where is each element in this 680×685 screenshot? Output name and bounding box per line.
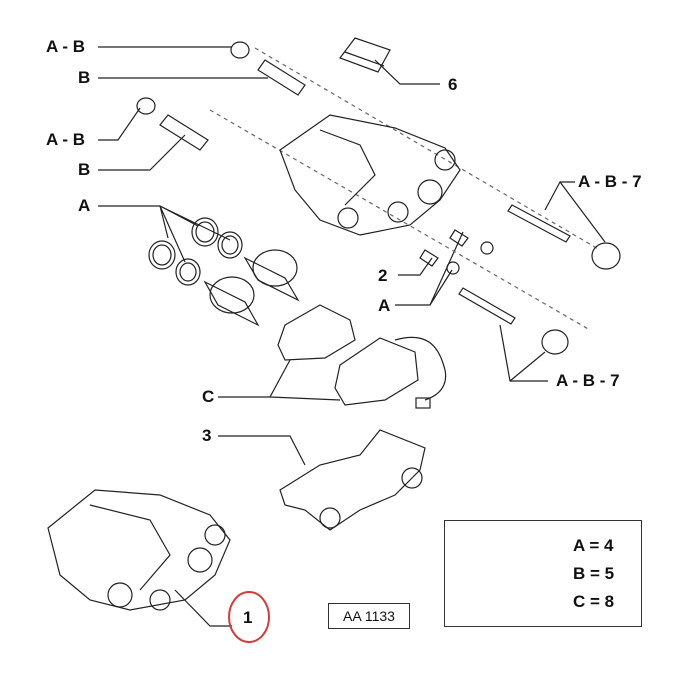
callout-three: 3 xyxy=(202,426,212,445)
leader-c-pads xyxy=(218,359,341,401)
callout-six: 6 xyxy=(448,75,458,94)
bolt-lower xyxy=(458,287,516,325)
seal-1 xyxy=(148,240,176,270)
bolt-cap-upper xyxy=(591,242,621,270)
leader-a-valves xyxy=(395,231,464,306)
callout-ab7-upper: A - B - 7 xyxy=(578,172,642,191)
bleed-valve-2 xyxy=(449,229,469,247)
leader-ab7-lower xyxy=(499,324,548,382)
highlight-ring xyxy=(228,591,270,643)
bolt-upper xyxy=(507,204,571,243)
kit-legend: A = 4 B = 5 C = 8 xyxy=(444,520,642,627)
guide-pin-top xyxy=(257,59,306,96)
legend-b: B = 5 xyxy=(573,564,615,583)
spring-clip xyxy=(339,37,391,73)
leader-two xyxy=(398,257,433,276)
legend-c: C = 8 xyxy=(573,592,615,611)
legend-a: A = 4 xyxy=(573,536,614,555)
leader-a-seals xyxy=(98,205,231,263)
caliper-body-top xyxy=(279,114,461,236)
callout-one: 1 xyxy=(243,608,253,627)
leader-three xyxy=(218,435,306,466)
brake-pad-2 xyxy=(334,337,419,406)
bleed-cap-1 xyxy=(480,241,494,255)
guide-pin-mid xyxy=(159,114,209,151)
wear-sensor-plug xyxy=(415,397,431,409)
piston-2 xyxy=(203,280,260,327)
callout-ab7-lower: A - B - 7 xyxy=(556,371,620,390)
callout-a-valves: A xyxy=(378,296,391,315)
diagram-code: AA 1133 xyxy=(328,603,410,629)
dust-cap-top xyxy=(230,41,250,59)
leader-six xyxy=(374,59,440,85)
bolt-cap-lower xyxy=(541,329,569,355)
callout-b-mid: B xyxy=(78,160,91,179)
leader-one xyxy=(174,589,232,627)
leader-b-mid xyxy=(98,134,186,171)
seal-3 xyxy=(175,258,201,286)
seal-2 xyxy=(191,217,219,247)
leader-ab-mid xyxy=(98,107,141,141)
wear-sensor-wire xyxy=(394,336,447,401)
leader-ab7-upper xyxy=(544,181,606,243)
dust-cap-mid xyxy=(136,97,156,115)
seal-4 xyxy=(217,231,243,259)
callout-ab-top: A - B xyxy=(46,37,86,56)
axis-line-lower xyxy=(209,109,591,331)
callout-ab-mid: A - B xyxy=(46,130,86,149)
callout-a-seals: A xyxy=(78,196,91,215)
callout-c-pads: C xyxy=(202,387,215,406)
callout-two: 2 xyxy=(378,266,388,285)
brake-pad-1 xyxy=(277,304,356,361)
callout-b-top: B xyxy=(78,68,91,87)
caliper-assembled xyxy=(47,489,231,611)
axis-line-upper xyxy=(254,47,601,251)
carrier-bracket xyxy=(279,429,426,531)
bleed-cap-2 xyxy=(446,261,460,275)
bleed-valve-1 xyxy=(419,249,439,267)
